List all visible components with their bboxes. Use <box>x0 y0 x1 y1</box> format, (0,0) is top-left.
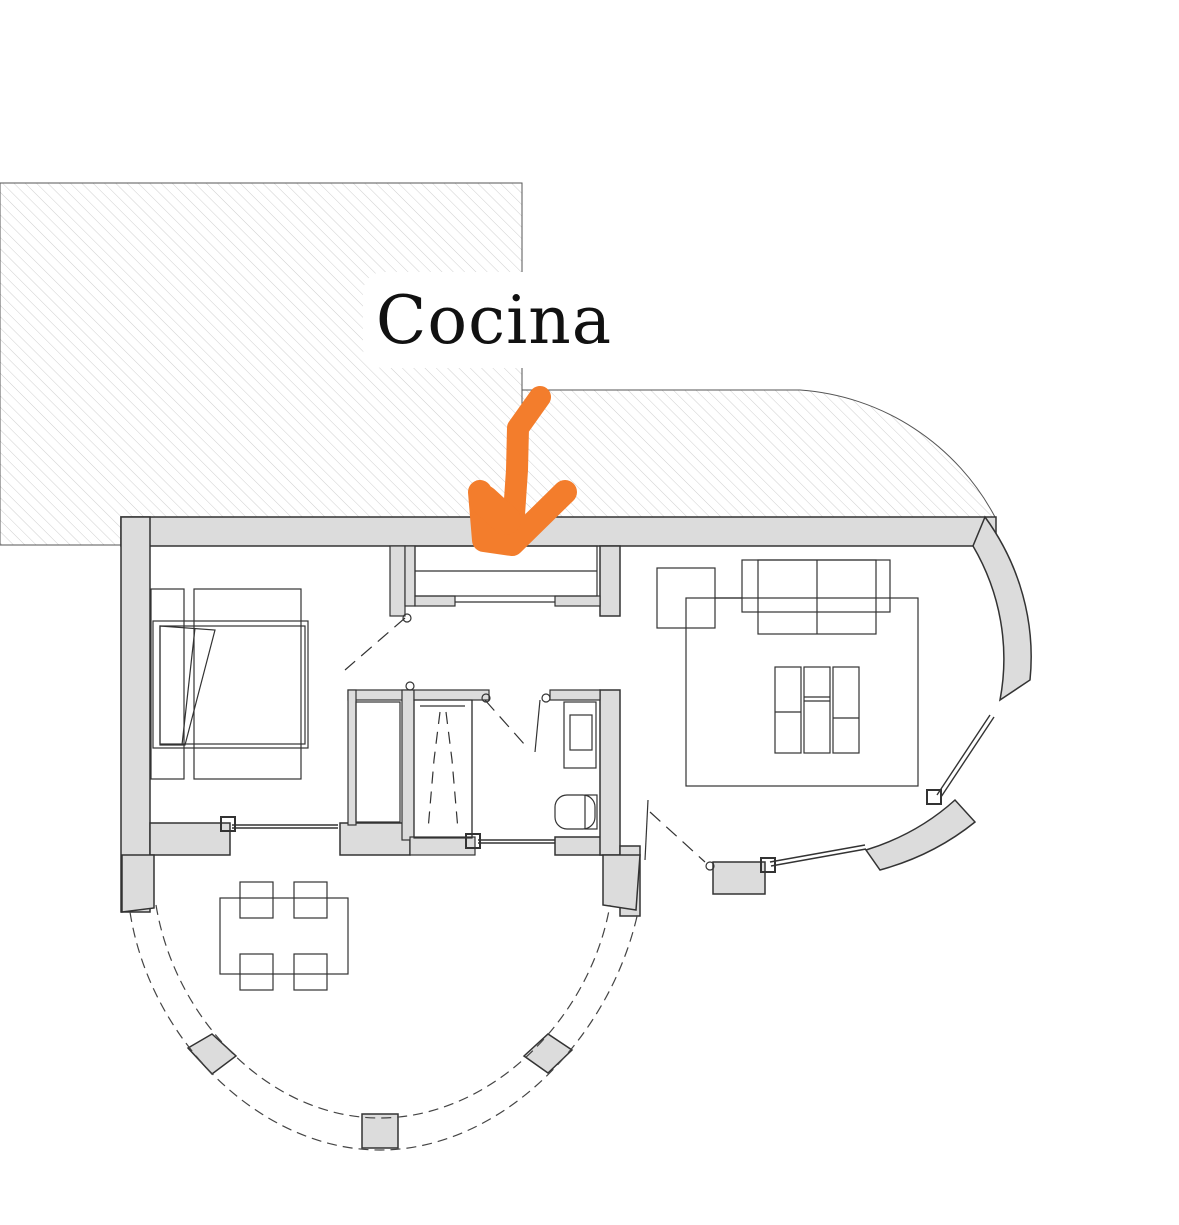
living-furniture <box>656 559 919 787</box>
dining-table <box>219 881 349 991</box>
exterior-walls <box>120 515 1032 1149</box>
annotation-arrow-icon <box>468 386 577 556</box>
room-label-cocina: Cocina <box>363 272 625 368</box>
wardrobe <box>414 545 598 603</box>
dining-glazing <box>129 904 639 1151</box>
bathroom-fixtures <box>355 699 598 839</box>
interior-walls <box>347 545 601 856</box>
windows <box>220 714 995 873</box>
bed <box>150 588 309 780</box>
doors <box>344 613 715 871</box>
